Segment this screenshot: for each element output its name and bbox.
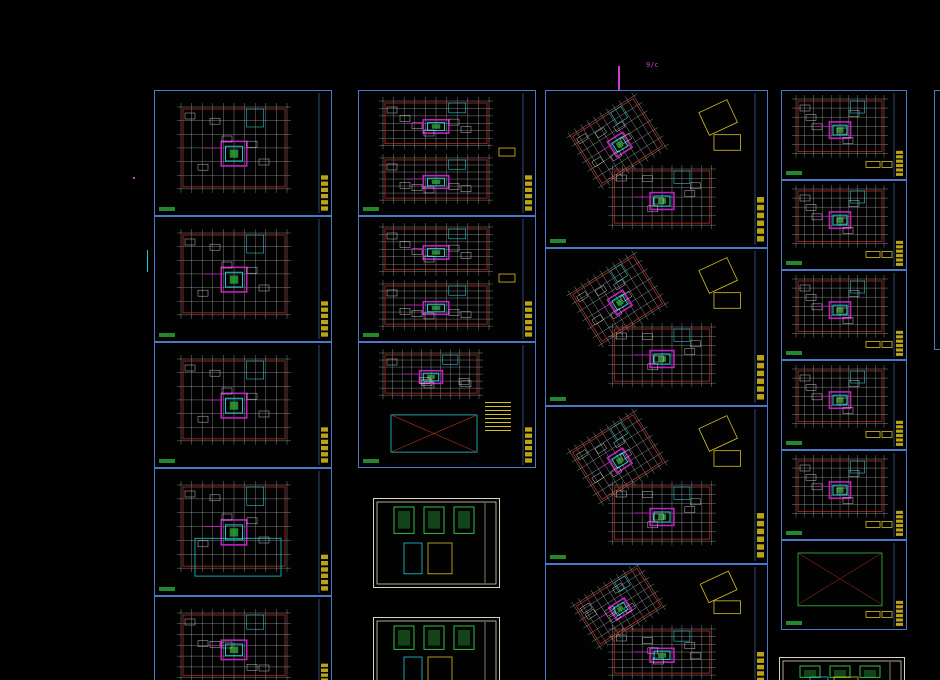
drawing-sheet[interactable] (154, 596, 332, 680)
drawing-sheet[interactable] (545, 248, 768, 406)
sheet-drawing-canvas (550, 92, 764, 245)
sheet-drawing-canvas (550, 408, 764, 561)
sheet-drawing-canvas (363, 93, 532, 213)
drawing-sheet-partial[interactable] (934, 90, 940, 350)
drawing-sheet[interactable] (358, 216, 536, 342)
sheet-drawing-canvas (159, 93, 328, 213)
sheet-drawing-canvas (786, 183, 903, 267)
sheet-drawing-canvas (935, 91, 940, 349)
sheet-drawing-canvas (570, 565, 764, 680)
drawing-sheet[interactable] (781, 450, 907, 540)
sheet-drawing-canvas (782, 660, 902, 680)
sheet-drawing-canvas (550, 250, 764, 403)
drawing-sheet[interactable] (154, 216, 332, 342)
sheet-drawing-canvas (159, 219, 328, 339)
sheet-drawing-canvas (376, 620, 497, 680)
detail-sheet[interactable] (373, 498, 500, 588)
drawing-sheet[interactable] (545, 90, 768, 248)
drawing-sheet[interactable] (781, 180, 907, 270)
sheet-drawing-canvas (363, 219, 532, 339)
drawing-sheet[interactable] (154, 342, 332, 468)
drawing-sheet[interactable] (358, 90, 536, 216)
sheet-drawing-canvas (786, 363, 903, 447)
sheet-drawing-canvas (363, 345, 532, 465)
drawing-sheet[interactable] (545, 406, 768, 564)
sheet-drawing-canvas (159, 471, 328, 593)
sheet-drawing-canvas (786, 93, 903, 177)
stray-cyan-line (147, 250, 148, 272)
drawing-sheet[interactable] (781, 540, 907, 630)
drawing-sheet[interactable] (154, 90, 332, 216)
drawing-sheet[interactable] (781, 360, 907, 450)
drawing-sheet[interactable] (545, 564, 768, 680)
sheet-drawing-canvas (376, 501, 497, 585)
drawing-sheet[interactable] (358, 342, 536, 468)
sheet-drawing-canvas (786, 453, 903, 537)
detail-sheet[interactable] (373, 617, 500, 680)
drawing-sheet[interactable] (154, 468, 332, 596)
sheet-drawing-canvas (786, 273, 903, 357)
stray-dot (133, 177, 135, 179)
sheet-drawing-canvas (786, 543, 903, 627)
sheet-drawing-canvas (159, 345, 328, 465)
sheet-drawing-canvas (177, 599, 328, 680)
stray-label: 9/c (646, 61, 659, 69)
detail-sheet[interactable] (779, 657, 905, 680)
drawing-sheet[interactable] (781, 90, 907, 180)
drawing-sheet[interactable] (781, 270, 907, 360)
